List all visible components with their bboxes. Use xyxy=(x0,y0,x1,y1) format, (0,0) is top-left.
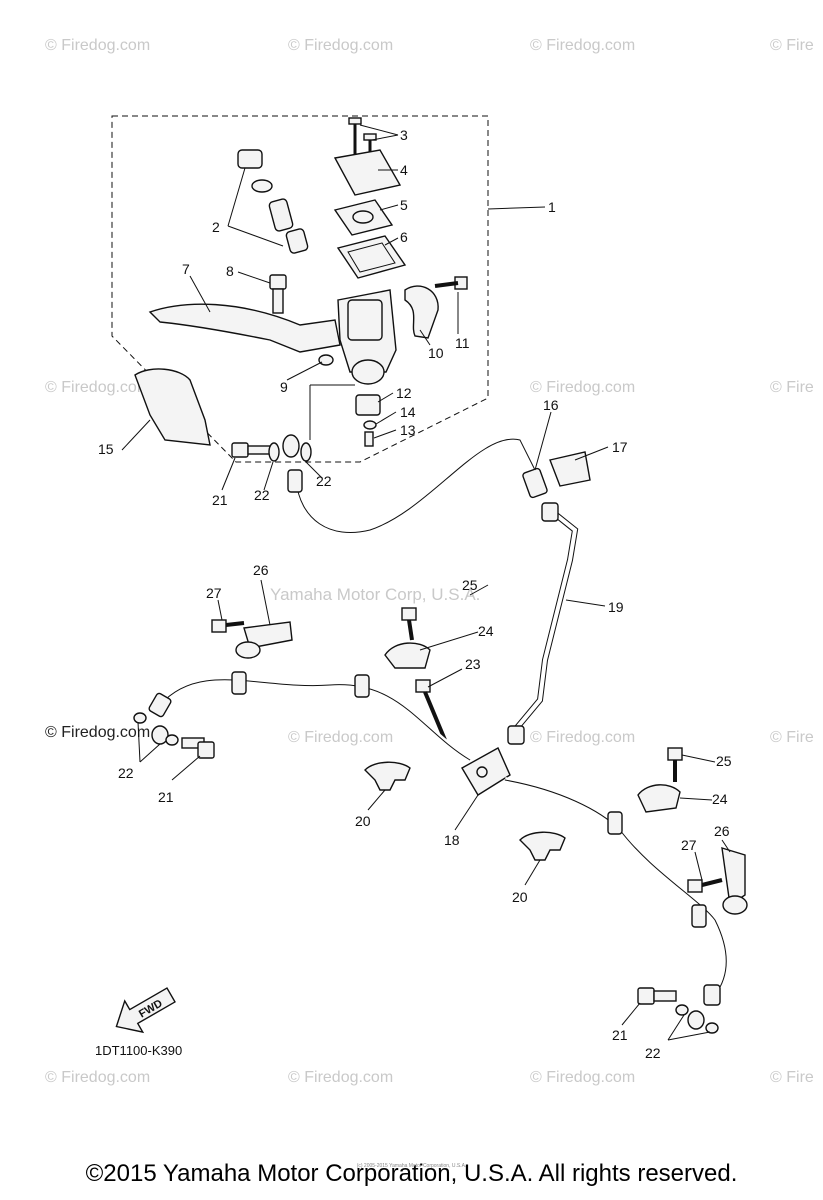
bracket-part-26-right xyxy=(721,847,748,915)
label-20a: 20 xyxy=(355,813,371,829)
label-6: 6 xyxy=(400,229,408,245)
hose-fitting xyxy=(522,467,548,499)
label-16: 16 xyxy=(543,397,559,413)
leader-lines xyxy=(121,124,731,1041)
watermark: © Firedog.com xyxy=(530,729,635,746)
pipe-fitting xyxy=(507,725,525,745)
label-5: 5 xyxy=(400,197,408,213)
bolt-part-25-center xyxy=(401,607,417,641)
label-1: 1 xyxy=(548,199,556,215)
label-21a: 21 xyxy=(212,492,228,508)
bolt-part-27-left xyxy=(211,619,245,633)
watermark: © Firedog.com xyxy=(530,1069,635,1086)
tiny-copyright: (c) 2005-2015 Yamaha Motor Corporation, … xyxy=(356,1163,467,1169)
union-bolt-top xyxy=(231,434,312,462)
screw-part-13 xyxy=(364,431,374,447)
watermark: © Fire xyxy=(770,729,814,746)
nut-part-9 xyxy=(318,354,334,366)
lever-cover-part-15 xyxy=(134,368,211,446)
watermark: © Firedog.com xyxy=(530,379,635,396)
label-14: 14 xyxy=(400,404,416,420)
label-17: 17 xyxy=(612,439,628,455)
watermark: © Firedog.com xyxy=(45,1069,150,1086)
label-24b: 24 xyxy=(712,791,728,807)
diaphragm-part-6 xyxy=(336,235,407,279)
label-25b: 25 xyxy=(716,753,732,769)
assembly-outline xyxy=(111,115,489,463)
label-13: 13 xyxy=(400,422,416,438)
watermark: © Fire xyxy=(770,37,814,54)
label-22d: 22 xyxy=(645,1045,661,1061)
label-8: 8 xyxy=(226,263,234,279)
bolt-part-25-right xyxy=(667,747,683,782)
center-watermark: Yamaha Motor Corp, U.S.A. xyxy=(270,585,480,604)
forward-arrow-icon: FWD xyxy=(115,987,176,1034)
label-11: 11 xyxy=(455,335,470,351)
pivot-bolt-part-8 xyxy=(269,274,287,314)
label-15: 15 xyxy=(98,441,114,457)
label-18: 18 xyxy=(444,832,460,848)
clamp-part-24-right xyxy=(637,784,681,813)
clamp-part-17 xyxy=(549,451,591,487)
firedog-watermark-dark: © Firedog.com xyxy=(45,724,150,741)
copyright-footer: ©2015 Yamaha Motor Corporation, U.S.A. A… xyxy=(85,1160,738,1187)
watermark: © Firedog.com xyxy=(45,37,150,54)
piston-kit-part-2 xyxy=(237,149,309,254)
union-bolt-lower-left xyxy=(133,712,215,759)
washer-part-14 xyxy=(363,420,377,430)
watermarks: © Firedog.com © Firedog.com © Firedog.co… xyxy=(45,37,814,1086)
bracket-part-26-left xyxy=(235,621,293,659)
watermark: © Firedog.com xyxy=(45,379,150,396)
watermark: © Firedog.com xyxy=(530,37,635,54)
label-26a: 26 xyxy=(253,562,269,578)
master-cylinder-part-1 xyxy=(337,289,397,385)
bolt-part-11 xyxy=(434,276,468,290)
label-19: 19 xyxy=(608,599,624,615)
holder-part-10 xyxy=(404,285,439,339)
watermark: © Fire xyxy=(770,1069,814,1086)
label-24a: 24 xyxy=(478,623,494,639)
union-bolt-lower-right xyxy=(637,987,719,1034)
label-26b: 26 xyxy=(714,823,730,839)
label-27a: 27 xyxy=(206,585,222,601)
diagram-code: 1DT1100-K390 xyxy=(95,1043,182,1058)
label-4: 4 xyxy=(400,162,408,178)
label-22b: 22 xyxy=(316,473,332,489)
label-22a: 22 xyxy=(254,487,270,503)
label-10: 10 xyxy=(428,345,444,361)
clip-part-20-lower xyxy=(519,831,566,861)
label-7: 7 xyxy=(182,261,190,277)
watermark: © Firedog.com xyxy=(288,1069,393,1086)
watermark: © Firedog.com xyxy=(288,729,393,746)
label-20b: 20 xyxy=(512,889,528,905)
label-21b: 21 xyxy=(158,789,174,805)
clip-part-20-upper xyxy=(364,761,411,791)
bolt-part-27-right xyxy=(687,878,723,893)
label-21c: 21 xyxy=(612,1027,628,1043)
label-9: 9 xyxy=(280,379,288,395)
reservoir-cap-part-4 xyxy=(333,149,402,196)
label-3: 3 xyxy=(400,127,408,143)
part-labels: 1 2 3 4 5 6 7 8 9 10 11 12 13 14 15 16 1… xyxy=(98,127,732,1061)
watermark: © Firedog.com xyxy=(288,37,393,54)
label-12: 12 xyxy=(396,385,412,401)
clamp-part-24-center xyxy=(384,642,431,669)
pipe-fitting xyxy=(541,502,559,522)
label-23: 23 xyxy=(465,656,481,672)
lever-part-7 xyxy=(148,303,341,353)
hose-fitting xyxy=(287,469,303,493)
label-25a: 25 xyxy=(462,577,478,593)
watermark: © Fire xyxy=(770,379,814,396)
bolt-part-23 xyxy=(415,679,447,741)
label-27b: 27 xyxy=(681,837,697,853)
label-22c: 22 xyxy=(118,765,134,781)
fwd-label: FWD xyxy=(137,997,165,1020)
brake-switch-part-12 xyxy=(355,394,381,416)
label-2: 2 xyxy=(212,219,220,235)
